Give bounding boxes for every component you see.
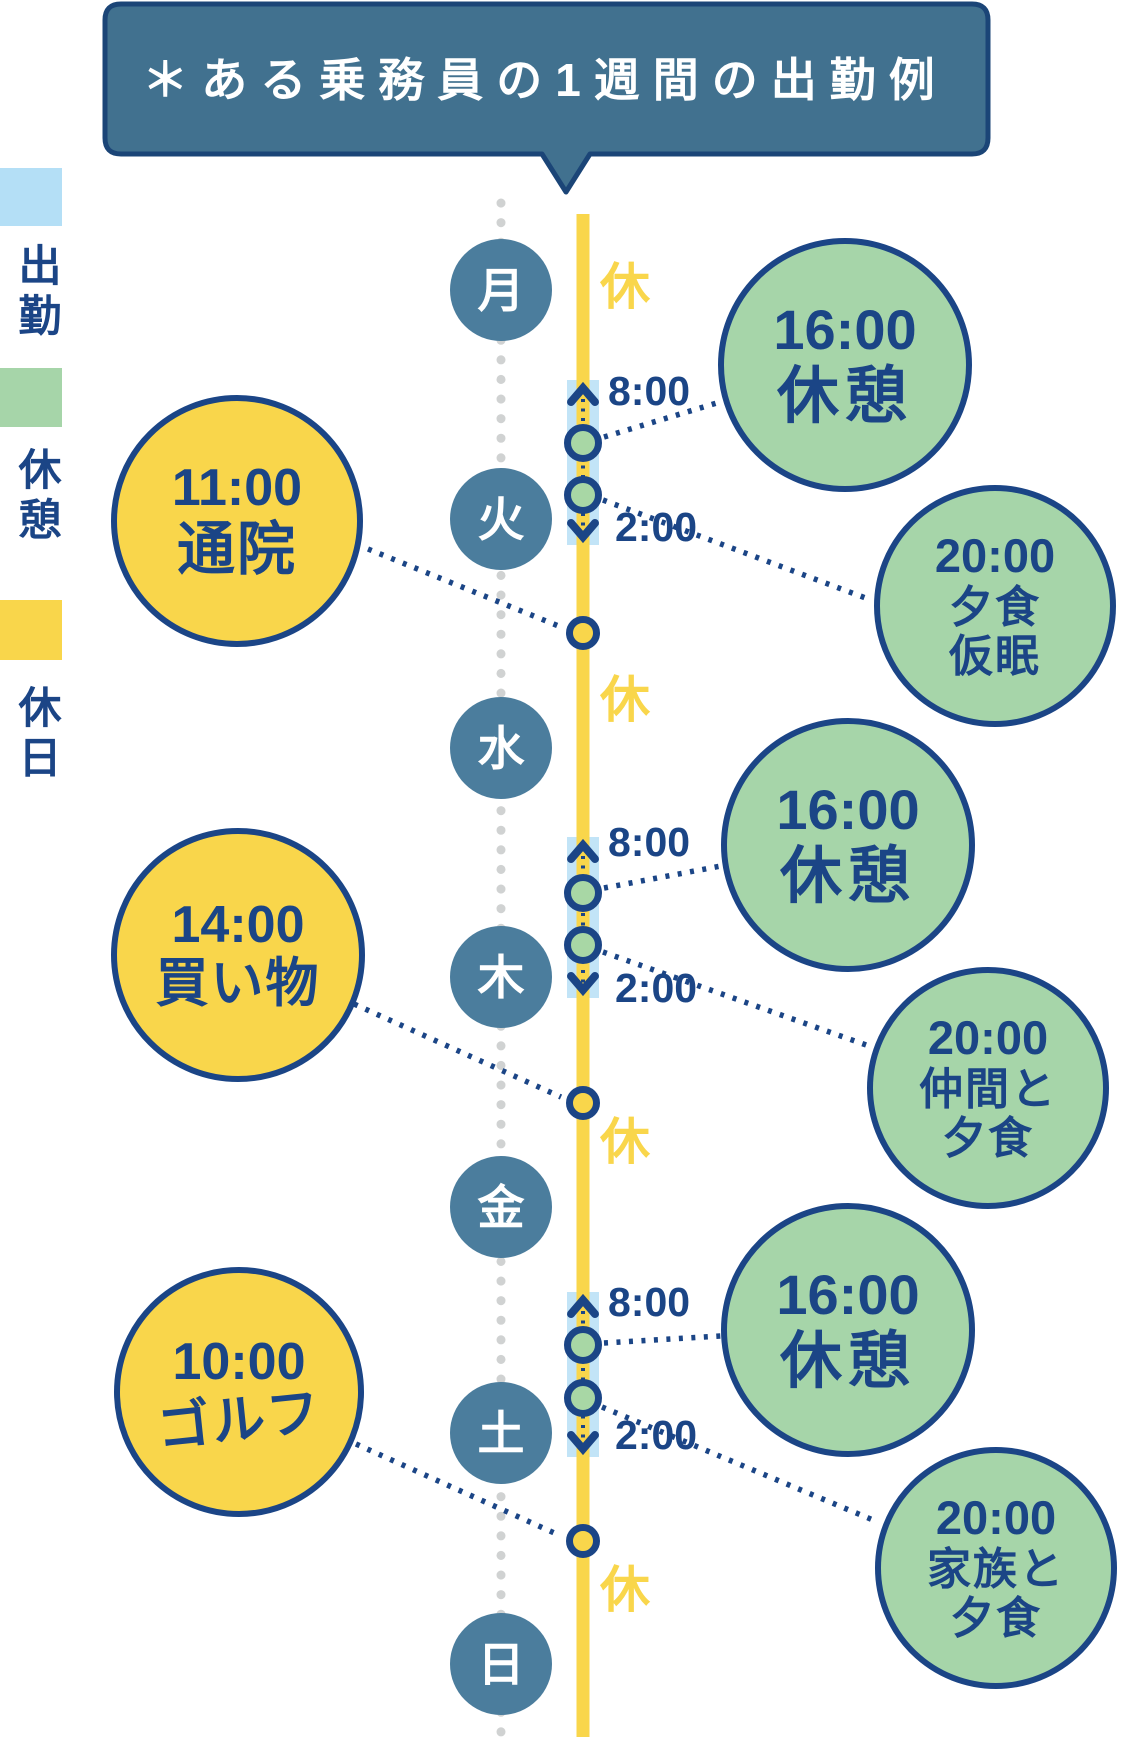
bubble-break-2: 16:00 休憩 xyxy=(721,718,975,972)
legend-swatch-attend xyxy=(0,168,62,226)
rest-mark-4: 休 xyxy=(600,1562,650,1618)
day-circle-sat: 土 xyxy=(450,1382,552,1484)
leader-break-3 xyxy=(603,1333,722,1346)
legend-label-break: 休憩 xyxy=(12,447,60,547)
legend-label-attend: 出勤 xyxy=(12,243,60,343)
leader-shopping xyxy=(352,1001,563,1100)
bubble-dinner-family-line2: 夕食 xyxy=(950,1594,1042,1644)
bubble-break-2-label: 休憩 xyxy=(779,841,916,911)
bubble-break-2-time: 16:00 xyxy=(776,777,920,841)
bubble-dinner-nap-line2: 仮眠 xyxy=(949,632,1041,682)
page-title: ＊ある乗務員の1週間の出勤例 xyxy=(142,54,948,106)
bubble-golf: 10:00 ゴルフ xyxy=(114,1267,364,1517)
marker-dinner-nap xyxy=(564,476,602,514)
band3-arrow-down-icon xyxy=(567,1431,599,1456)
band1-arrow-up-icon xyxy=(567,381,599,406)
leader-break-2 xyxy=(603,863,722,891)
marker-break-3 xyxy=(564,1326,602,1364)
day-circle-fri: 金 xyxy=(450,1156,552,1258)
bubble-dinner-friends-time: 20:00 xyxy=(927,1011,1049,1065)
bubble-dinner-friends: 20:00 仲間と 夕食 xyxy=(867,967,1109,1209)
leader-dinner-nap xyxy=(602,497,872,603)
shift1-end-time: 2:00 xyxy=(615,504,698,550)
shift3-start-time: 8:00 xyxy=(608,1279,691,1325)
shift3-end-time: 2:00 xyxy=(615,1412,698,1458)
marker-dinner-family xyxy=(564,1379,602,1417)
legend-swatch-break xyxy=(0,368,62,427)
band1-arrow-down-icon xyxy=(567,519,599,544)
bubble-shopping-label: 買い物 xyxy=(155,954,321,1014)
marker-break-1 xyxy=(564,424,602,462)
bubble-shopping: 14:00 買い物 xyxy=(111,828,365,1082)
day-circle-thu: 木 xyxy=(450,926,552,1028)
marker-break-2 xyxy=(564,874,602,912)
leader-break-1 xyxy=(603,399,721,440)
leader-hospital xyxy=(366,546,563,630)
bubble-hospital-label: 通院 xyxy=(176,516,297,582)
bubble-dinner-family-time: 20:00 xyxy=(935,1491,1057,1545)
bubble-break-3: 16:00 休憩 xyxy=(721,1203,975,1457)
day-circle-tue: 火 xyxy=(450,468,552,570)
shift2-end-time: 2:00 xyxy=(615,965,698,1011)
bubble-dinner-family: 20:00 家族と 夕食 xyxy=(875,1447,1117,1689)
bubble-break-3-time: 16:00 xyxy=(776,1262,920,1326)
bubble-break-1-label: 休憩 xyxy=(776,361,913,431)
bubble-golf-label: ゴルフ xyxy=(153,1382,325,1459)
rest-mark-1: 休 xyxy=(600,259,650,315)
bubble-hospital: 11:00 通院 xyxy=(111,395,363,647)
bubble-dinner-nap: 20:00 夕食 仮眠 xyxy=(874,485,1116,727)
shift2-start-time: 8:00 xyxy=(608,819,691,865)
rest-mark-2: 休 xyxy=(600,672,650,728)
bubble-dinner-friends-line1: 仲間と xyxy=(919,1065,1057,1115)
bubble-hospital-time: 11:00 xyxy=(171,459,303,518)
bubble-dinner-nap-time: 20:00 xyxy=(934,529,1056,583)
bubble-dinner-family-line1: 家族と xyxy=(927,1545,1065,1595)
marker-dinner-friends xyxy=(564,926,602,964)
band2-arrow-up-icon xyxy=(567,838,599,863)
bubble-break-1-time: 16:00 xyxy=(773,297,917,361)
legend-swatch-holiday xyxy=(0,600,62,660)
marker-shopping xyxy=(566,1086,600,1120)
bubble-shopping-time: 14:00 xyxy=(171,896,305,955)
bubble-golf-time: 10:00 xyxy=(172,1333,306,1392)
bubble-break-1: 16:00 休憩 xyxy=(718,238,972,492)
bubble-dinner-friends-line2: 夕食 xyxy=(942,1114,1034,1164)
bubble-break-3-label: 休憩 xyxy=(779,1326,916,1396)
day-circle-wed: 水 xyxy=(450,697,552,799)
title-banner-shape xyxy=(102,1,991,195)
day-circle-sun: 日 xyxy=(450,1613,552,1715)
band3-arrow-up-icon xyxy=(567,1293,599,1318)
marker-golf xyxy=(566,1524,600,1558)
day-circle-mon: 月 xyxy=(450,239,552,341)
shift1-start-time: 8:00 xyxy=(608,368,691,414)
legend-label-holiday: 休日 xyxy=(12,685,60,785)
rest-mark-3: 休 xyxy=(600,1114,650,1170)
marker-hospital xyxy=(566,616,600,650)
bubble-dinner-nap-line1: 夕食 xyxy=(949,583,1041,633)
leader-dinner-friends xyxy=(602,949,870,1049)
band2-arrow-down-icon xyxy=(567,972,599,997)
